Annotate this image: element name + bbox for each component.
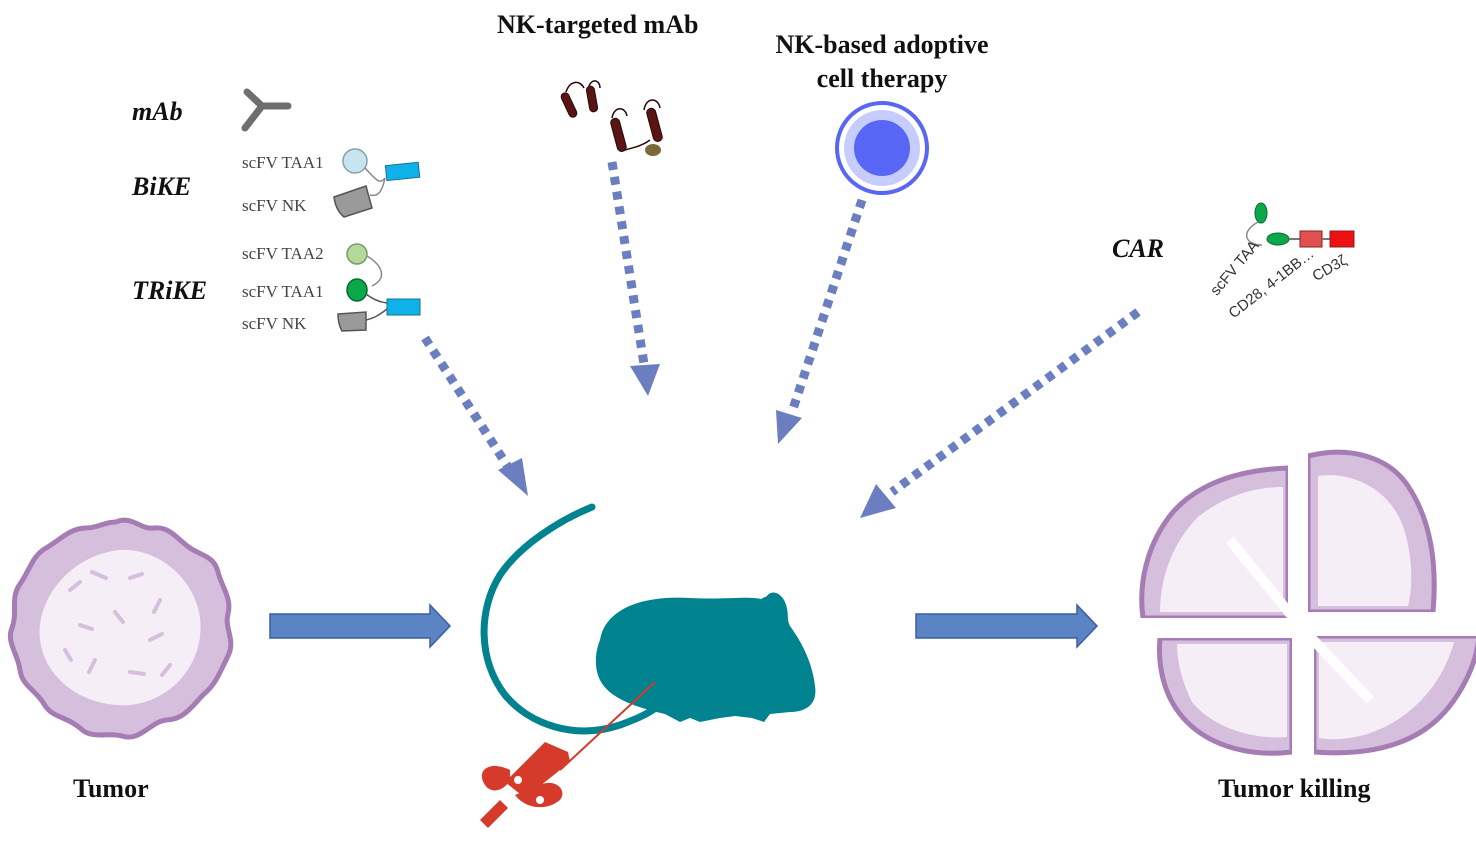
fragmented-tumor-cell-icon [1139, 449, 1476, 756]
bike-construct-icon [333, 148, 421, 218]
label-mab: mAb [132, 97, 183, 126]
bike-scfv-taa1-label: scFV TAA1 [242, 153, 324, 172]
car-construct-icon [1246, 202, 1355, 248]
trike-scfv-taa1-label: scFV TAA1 [242, 282, 324, 301]
label-nk-adoptive-line1: NK-based adoptive [775, 30, 989, 59]
dotted-arrow-car-to-mouse [860, 308, 1141, 518]
trike-construct-icon [337, 243, 421, 332]
label-nk-targeted-mab: NK-targeted mAb [497, 10, 699, 39]
label-tumor: Tumor [73, 774, 149, 803]
mab-antibody-icon [241, 88, 292, 132]
label-bike: BiKE [132, 172, 192, 201]
tumor-cell-icon [7, 517, 234, 740]
dotted-arrow-bike-to-mouse [421, 335, 528, 496]
syringe-icon [480, 681, 656, 828]
label-nk-adoptive-line2: cell therapy [816, 64, 948, 93]
nk-cell-icon [835, 101, 929, 195]
dotted-arrow-nkcell-to-mouse [776, 198, 867, 444]
block-arrow-tumor-to-mouse [269, 603, 452, 649]
dotted-arrow-nkmab-to-mouse [607, 161, 660, 396]
nk-targeted-mab-icon [560, 80, 663, 156]
trike-scfv-nk-label: scFV NK [242, 314, 307, 333]
trike-scfv-taa2-label: scFV TAA2 [242, 244, 324, 263]
label-trike: TRiKE [132, 276, 208, 305]
label-car: CAR [1112, 234, 1165, 263]
label-tumor-killing: Tumor killing [1218, 774, 1371, 803]
mouse-silhouette-icon [480, 503, 816, 735]
bike-scfv-nk-label: scFV NK [242, 196, 307, 215]
block-arrow-mouse-to-killing [915, 603, 1099, 649]
